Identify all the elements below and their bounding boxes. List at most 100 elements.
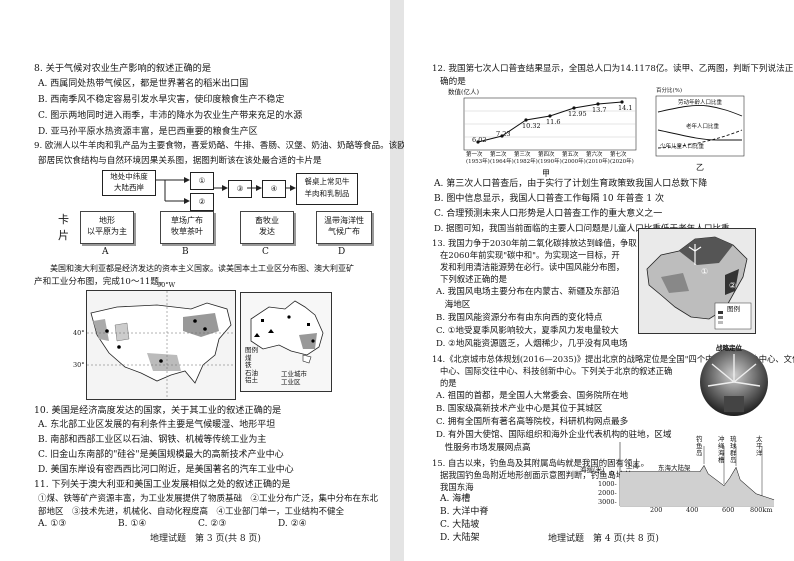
profile-label-shanghai: 上海 xyxy=(626,462,639,470)
profile-y0: 0 xyxy=(610,470,615,478)
au-legend-coal: 煤 xyxy=(245,353,252,362)
q11-line2: 部地区 ③技术先进，机械化、自动化程度高 ④工业部门单一，工业结构不健全 xyxy=(38,507,345,517)
profile-label-island: 钓鱼岛 xyxy=(696,435,703,457)
q10-option-a: A. 东北部工业区发展的有利条件主要是气候暖湿、地形平坦 xyxy=(38,420,276,430)
yi-chart-svg xyxy=(655,95,745,157)
australia-industry-map: 图例 煤 铁 石油 铝土 工业城市 工业区 xyxy=(240,292,332,392)
q15-option-d: D. 大陆架 xyxy=(440,533,480,543)
q11-choice-b: B. ①④ xyxy=(118,519,147,529)
profile-y3: 3000- xyxy=(598,498,617,506)
q9-stem-line1: 9. 欧洲人以牛羊肉和乳产品为主要食物，喜爱奶酪、牛排、香肠、汉堡、奶油、奶酪等… xyxy=(34,141,424,151)
q12-stem-line2: 确的是 xyxy=(440,77,466,87)
wind-map-drawing xyxy=(646,236,752,330)
q10-stem: 10. 美国是经济高度发达的国家，关于其工业的叙述正确的是 xyxy=(34,405,282,416)
q15-option-b: B. 大洋中脊 xyxy=(440,507,489,517)
profile-label-pacific: 太平洋 xyxy=(756,435,763,457)
yi-line-children: 少年儿童人口比重 xyxy=(660,144,705,150)
australia-map-drawing xyxy=(241,293,331,391)
q13-stem-line4: 下列叙述正确的是 xyxy=(440,274,507,284)
profile-label-trough: 冲绳海槽 xyxy=(718,435,725,464)
q11-choice-c: C. ②③ xyxy=(198,519,227,529)
q13-option-b: B. 我国风能资源分布有由东向西的变化特点 xyxy=(436,313,603,323)
q14-stem-line3: 的是 xyxy=(440,378,457,388)
us-map-drawing xyxy=(87,291,235,399)
q9-stem-line2: 部居民饮食结构与自然环境因果关系图，据图判断该在该处最合适的卡片是 xyxy=(38,156,322,166)
intro-10-11-line1: 美国和澳大利亚都是经济发达的资本主义国家。读美国本土工业区分布图、澳大利亚矿 xyxy=(50,264,354,273)
yi-line-working-age: 劳动年龄人口比重 xyxy=(678,100,723,106)
intro-10-11-line2: 产和工业分布图，完成10～11题。 xyxy=(34,277,168,287)
q12-stem-line1: 12. 我国第七次人口普查结果显示，全国总人口为14.1178亿。读甲、乙两图，… xyxy=(432,64,794,74)
page-footer-3: 地理试题 第 3 页(共 8 页) xyxy=(150,534,261,544)
au-legend-oil: 石油 xyxy=(245,368,258,377)
jia-tick-7: 第七次 (2020年) xyxy=(610,152,634,165)
q10-option-c: C. 旧金山东南部的"硅谷"是美国规模最大的高新技术产业中心 xyxy=(38,450,284,460)
q14-option-a: A. 祖国的首都，是全国人大常委会、国务院所在地 xyxy=(436,391,629,401)
q14-option-d-cont: 性服务市场发展网点高 xyxy=(436,443,531,453)
yi-ylabel: 百分比(%) xyxy=(656,88,683,94)
card-a: 地形 以平原为主 xyxy=(80,211,134,244)
population-chart-yi: 百分比(%) 劳动年龄人口比重 老年人口比重 少年儿童人口比重 乙 xyxy=(652,88,748,176)
q14-option-b: B. 国家级高新技术产业中心是其位于其城区 xyxy=(436,404,603,414)
q8-option-c: C. 图示两地同时进入雨季，丰沛的降水为农业生产带来充足的水源 xyxy=(38,111,303,121)
q13-stem-line2: 在2060年前实现"碳中和"。为实现这一目标，开 xyxy=(440,250,620,260)
q15-stem-line1: 15. 自古以来，钓鱼岛及其附属岛屿就是我国的固有领土。 xyxy=(432,458,649,468)
card-c-letter: C xyxy=(262,247,269,257)
profile-x2: 600 xyxy=(722,506,735,514)
flow-node-2: ② xyxy=(190,193,214,211)
us-lat-30-label: 30° xyxy=(73,361,85,369)
q13-option-c: C. ①地受夏季风影响较大，夏季风力发电量较大 xyxy=(436,326,619,336)
q11-stem: 11. 下列关于澳大利亚和美国工业发展相似之处的叙述正确的是 xyxy=(34,479,291,490)
au-legend-2: 工业城市 工业区 xyxy=(281,370,307,386)
q8-option-b: B. 西南季风不稳定容易引发水旱灾害，使印度粮食生产不稳定 xyxy=(38,95,285,105)
wind-map-legend-title: 图例 xyxy=(727,305,740,313)
au-legend: 图例 煤 铁 石油 铝土 xyxy=(245,346,258,385)
jia-tick-4: 第四次 (1990年) xyxy=(538,152,562,165)
card-a-letter: A xyxy=(102,247,109,257)
q13-option-a-cont: 海地区 xyxy=(436,300,471,310)
strategy-diagram-label: 战略定位 xyxy=(716,344,742,352)
flow-node-3: ③ xyxy=(228,180,252,198)
q8-stem: 8. 关于气候对农业生产影响的叙述正确的是 xyxy=(34,63,212,74)
au-legend-iron: 铁 xyxy=(245,361,252,369)
jia-tick-3: 第三次 (1982年) xyxy=(514,152,538,165)
yi-line-elderly: 老年人口比重 xyxy=(686,124,720,130)
q12-option-b: B. 图中信息显示，我国人口普查工作每隔 10 年普查 1 次 xyxy=(434,194,664,204)
card-b-letter: B xyxy=(182,247,189,257)
card-d-letter: D xyxy=(338,247,346,257)
q14-option-c: C. 拥有全国所有著名高等院校，科研机构网点最多 xyxy=(436,417,629,427)
beijing-strategy-diagram: 战略定位 xyxy=(694,336,774,424)
strategy-diagram-drawing xyxy=(700,348,768,416)
card-d: 温带海洋性 气候广布 xyxy=(316,211,372,244)
profile-y2: 2000- xyxy=(598,489,617,497)
jia-chart-svg xyxy=(463,97,637,151)
cards-title: 卡 片 xyxy=(58,213,69,242)
au-legend-bauxite: 铝土 xyxy=(245,376,258,384)
flow-node-4: ④ xyxy=(262,180,286,198)
us-industry-map: 90°W 40° 30° xyxy=(73,281,236,400)
jia-caption: 甲 xyxy=(542,169,550,178)
wind-map-label-1: ① xyxy=(701,267,709,276)
au-legend-zone: 工业区 xyxy=(281,377,301,386)
q14-stem-line2: 中心、国际交往中心、科技创新中心。下列关于北京的叙述正确 xyxy=(440,366,673,376)
q15-stem-line2: 据我国钓鱼岛附近地形剖面示意图判断，钓鱼岛地处 xyxy=(440,470,633,480)
au-legend-city: 工业城市 xyxy=(281,370,307,378)
profile-label-ryukyu: 琉球群岛 xyxy=(730,435,737,464)
q15-option-c: C. 大陆坡 xyxy=(440,520,480,530)
terrain-profile-drawing xyxy=(619,442,775,507)
flow-start-box: 地处中纬度 大陆西岸 xyxy=(102,170,156,196)
profile-x3: 800km xyxy=(750,506,773,514)
q13-option-d: D. ②地风能资源匮乏，人烟稀少，几乎没有风电场 xyxy=(436,339,628,349)
q12-option-c: C. 合理预测未来人口形势是人口普查工作的重大意义之一 xyxy=(434,209,663,219)
jia-tick-5: 第五次 (2000年) xyxy=(562,152,586,165)
card-b: 草场广布 牧草茶叶 xyxy=(160,211,214,244)
exam-page-4: 12. 我国第七次人口普查结果显示，全国总人口为14.1178亿。读甲、乙两图，… xyxy=(404,0,794,561)
card-c: 畜牧业 发达 xyxy=(240,211,294,244)
profile-ylabel: 海拔(米) xyxy=(580,466,605,474)
q10-option-b: B. 南部和西部工业区以石油、钢铁、机械等传统工业为主 xyxy=(38,435,267,445)
q8-option-d: D. 亚马孙平原水热资源丰富，是巴西重要的粮食生产区 xyxy=(38,127,258,137)
page-footer-4: 地理试题 第 4 页(共 8 页) xyxy=(548,534,659,544)
jia-point-6: 13.7 xyxy=(592,106,607,114)
jia-point-2: 7.23 xyxy=(496,130,511,138)
q12-option-d: D. 据图可知，我国当前面临的主要人口问题是儿童人口比重低于老年人口比重 xyxy=(434,224,730,234)
q11-choice-d: D. ②④ xyxy=(278,519,307,529)
